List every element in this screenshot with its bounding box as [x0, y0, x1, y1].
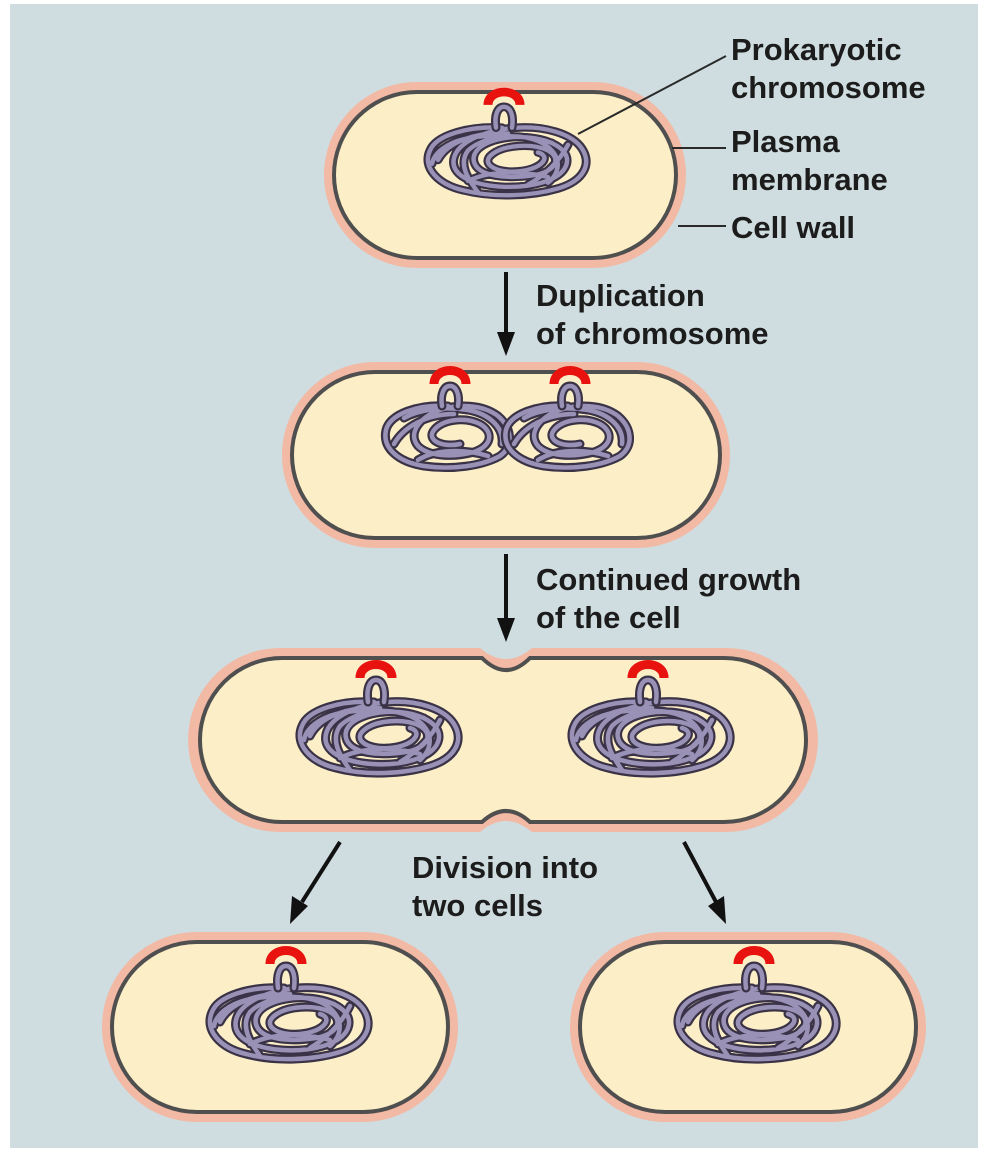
- daughter-cell-left: [102, 932, 458, 1122]
- cell-dividing: [188, 648, 818, 832]
- cell-original: [324, 82, 686, 268]
- cell-wall-label: Cell wall: [731, 210, 855, 245]
- daughter-cell-right: [570, 932, 926, 1122]
- cell-duplicated: [282, 362, 730, 548]
